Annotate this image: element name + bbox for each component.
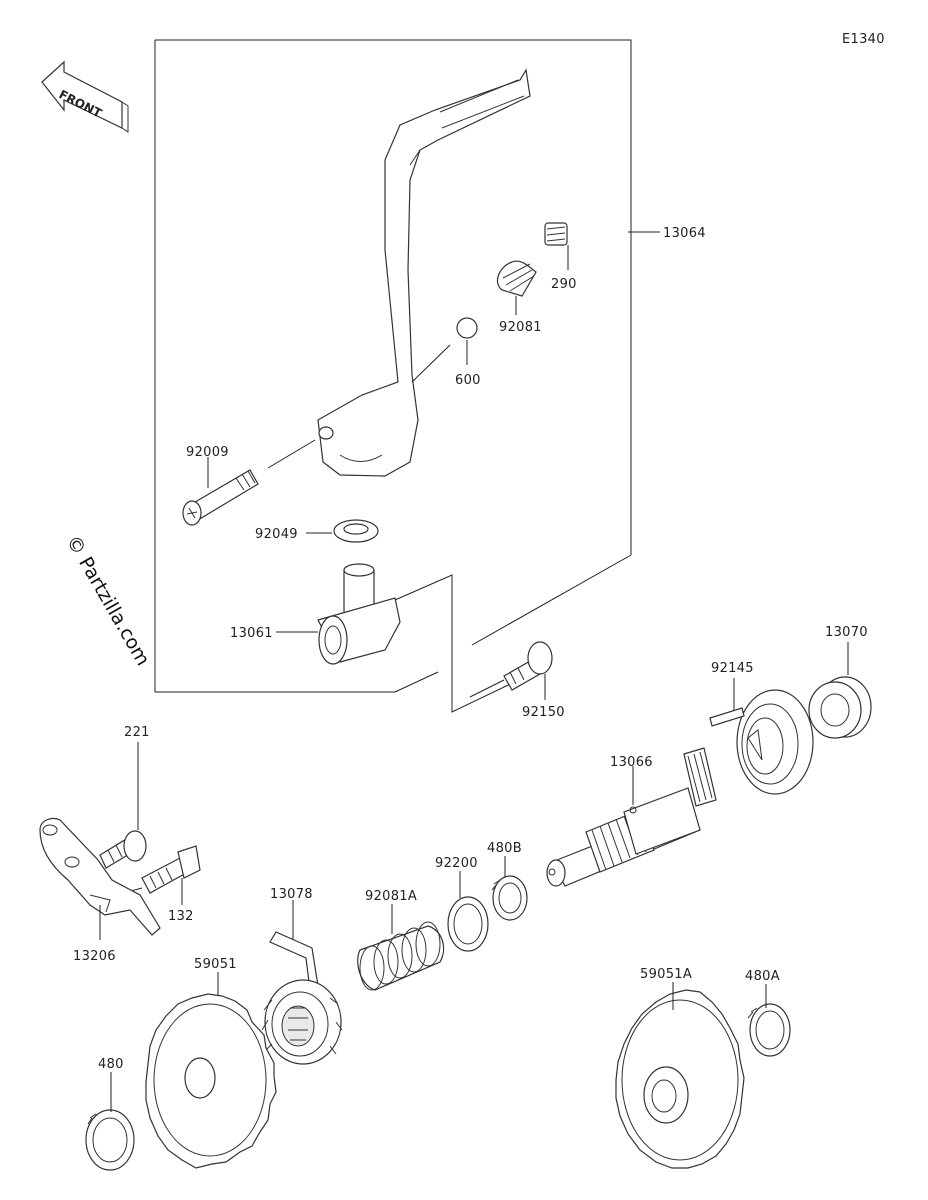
label-92009: 92009 [186,445,229,460]
circlip-480A [747,1003,791,1057]
collar-13070 [808,676,872,739]
label-13066: 13066 [610,755,653,770]
bolt-92150 [503,641,553,691]
spring-92081A [357,921,445,991]
washer-92200 [447,896,489,952]
assembly-outline [155,39,632,646]
gear-59051A [615,989,745,1169]
label-13070: 13070 [825,625,868,640]
watermark: © Partzilla.com [62,532,154,670]
washer-92049 [333,519,379,543]
label-13206: 13206 [73,949,116,964]
return-spring-92145 [709,689,814,795]
label-480B: 480B [487,841,522,856]
kickstart-shaft-13066 [546,747,717,887]
label-132: 132 [168,909,194,924]
label-92081: 92081 [499,320,542,335]
label-92049: 92049 [255,527,298,542]
ratchet-13078 [261,931,343,1065]
label-92081A: 92081A [365,889,417,904]
diagram-code: E1340 [842,32,885,47]
label-290: 290 [551,277,577,292]
label-13078: 13078 [270,887,313,902]
spring-290 [544,222,568,246]
label-92150: 92150 [522,705,565,720]
label-13061: 13061 [230,626,273,641]
label-221: 221 [124,725,150,740]
circlip-480B [491,875,528,921]
stopper-plate-13206 [39,817,161,936]
bolt-221 [99,830,147,869]
gear-59051 [145,993,277,1169]
front-arrow-icon: FRONT [41,60,129,133]
kick-shaft-13061 [317,563,401,665]
pivot-bolt-92009 [182,469,259,526]
kick-pedal-lever [317,68,531,477]
spring-92081 [497,260,537,297]
label-92200: 92200 [435,856,478,871]
label-13064: 13064 [663,226,706,241]
bolt-132 [141,845,201,894]
ball-600 [456,317,478,339]
label-480: 480 [98,1057,124,1072]
label-600: 600 [455,373,481,388]
circlip-480 [85,1109,135,1171]
label-59051: 59051 [194,957,237,972]
label-480A: 480A [745,969,780,984]
label-59051A: 59051A [640,967,692,982]
label-92145: 92145 [711,661,754,676]
